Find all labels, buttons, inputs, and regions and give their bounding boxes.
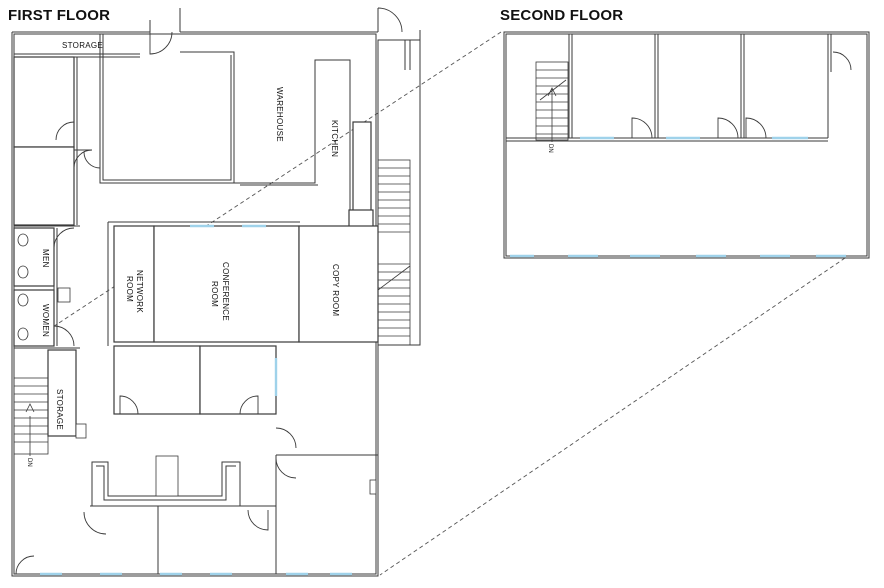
first-floor-plan (11, 7, 421, 577)
first-floor-dn-label: DN (26, 458, 32, 467)
conference-room-label-1: CONFERENCE (221, 262, 230, 321)
network-room-label-2: ROOM (125, 276, 134, 302)
warehouse-label: WAREHOUSE (275, 87, 284, 142)
first-floor-title: FIRST FLOOR (8, 7, 111, 24)
second-floor-stairs (535, 61, 569, 142)
men-label: MEN (41, 249, 50, 268)
conference-room-label-2: ROOM (210, 281, 219, 307)
first-floor-right-stairs (377, 159, 411, 346)
copy-room-label: COPY ROOM (331, 264, 340, 316)
storage-left-label: STORAGE (55, 389, 64, 430)
women-label: WOMEN (41, 304, 50, 337)
second-floor-plan (503, 31, 870, 259)
second-floor-title: SECOND FLOOR (500, 7, 624, 24)
storage-top-label: STORAGE (62, 41, 103, 50)
first-floor-left-stairs (13, 377, 49, 456)
second-floor-dn-label: DN (547, 144, 553, 153)
network-room-label-1: NETWORK (135, 270, 144, 313)
kitchen-label: KITCHEN (330, 120, 339, 157)
